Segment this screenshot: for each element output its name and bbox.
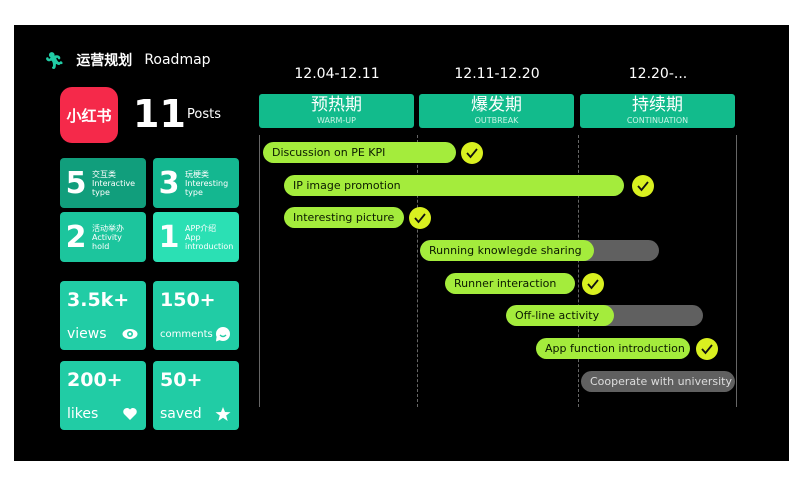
type-en2: type: [185, 187, 203, 197]
task-label: Running knowlegde sharing: [429, 244, 582, 257]
task-bar[interactable]: Interesting picture: [284, 207, 404, 228]
phase-name: 预热期: [311, 95, 362, 115]
task-label: Cooperate with university: [590, 375, 732, 388]
star-icon: [215, 406, 231, 422]
type-en2: introduction: [185, 241, 234, 251]
phase-subtitle: WARM-UP: [317, 116, 356, 125]
page-title: 🏃︎ 运营规划 Roadmap: [44, 50, 211, 70]
task-bar[interactable]: Discussion on PE KPI: [263, 142, 456, 163]
type-en1: Interesting: [185, 178, 229, 188]
timeline-divider: [736, 135, 737, 407]
task-bar[interactable]: Cooperate with university: [581, 371, 735, 392]
check-icon: [632, 175, 654, 197]
phase-date: 12.11-12.20: [454, 66, 540, 82]
phase-date: 12.20-...: [628, 66, 688, 82]
task-bar[interactable]: Runner interaction: [445, 273, 575, 294]
task-label: Discussion on PE KPI: [272, 146, 386, 159]
phase-subtitle: OUTBREAK: [474, 116, 519, 125]
title-cn: 运营规划: [76, 53, 133, 69]
check-icon: [582, 273, 604, 295]
check-icon: [409, 207, 431, 229]
task-label: Runner interaction: [454, 277, 557, 290]
eye-icon: [122, 326, 138, 342]
stat-value: 3.5k+: [67, 289, 130, 311]
type-cn: 活动举办: [92, 223, 124, 233]
stat-label: comments: [160, 329, 213, 340]
check-icon: [696, 338, 718, 360]
heart-icon: [122, 406, 138, 422]
type-count: 3: [158, 165, 180, 201]
task-label: Interesting picture: [293, 211, 395, 224]
stat-value: 200+: [67, 369, 123, 391]
type-cn: 玩梗类: [185, 169, 209, 179]
type-en1: Activity: [92, 232, 122, 242]
stat-card-comments: 150+ comments: [153, 281, 239, 350]
task-label: IP image promotion: [293, 179, 401, 192]
task-bar[interactable]: Running knowlegde sharing: [420, 240, 659, 261]
stat-value: 50+: [160, 369, 203, 391]
comment-icon: [215, 326, 231, 342]
posts-count: 11: [133, 92, 186, 136]
type-cn: 交互类: [92, 169, 116, 179]
phase-subtitle: CONTINUATION: [626, 116, 689, 125]
phase-name: 爆发期: [471, 95, 522, 115]
task-bar[interactable]: IP image promotion: [284, 175, 624, 196]
xiaohongshu-logo: 小红书: [60, 87, 118, 143]
stat-card-saved: 50+ saved: [153, 361, 239, 430]
task-label: Off-line activity: [515, 309, 600, 322]
task-progress-fill: [420, 240, 595, 261]
type-en2: hold: [92, 241, 110, 251]
phase-date: 12.04-12.11: [294, 66, 380, 82]
timeline-divider: [259, 135, 260, 407]
timeline-divider: [578, 135, 579, 407]
runner-icon: 🏃︎: [44, 50, 65, 70]
stat-label: views: [67, 326, 107, 342]
stat-card-likes: 200+ likes: [60, 361, 146, 430]
phase-name: 持续期: [632, 95, 683, 115]
type-count: 5: [65, 165, 87, 201]
type-en1: App: [185, 232, 201, 242]
type-count: 2: [65, 219, 87, 255]
type-en1: Interactive: [92, 178, 136, 188]
stat-label: likes: [67, 406, 99, 422]
type-en2: type: [92, 187, 110, 197]
stat-value: 150+: [160, 289, 216, 311]
task-label: App function introduction: [545, 342, 685, 355]
type-count: 1: [158, 219, 180, 255]
stat-card-views: 3.5k+ views: [60, 281, 146, 350]
timeline-divider: [417, 135, 418, 407]
stat-label: saved: [160, 406, 202, 422]
task-progress-fill: [506, 305, 615, 326]
task-bar[interactable]: App function introduction: [536, 338, 690, 359]
title-en: Roadmap: [144, 52, 211, 68]
check-icon: [461, 142, 483, 164]
task-bar[interactable]: Off-line activity: [506, 305, 703, 326]
type-cn: APP介绍: [185, 223, 217, 233]
posts-label: Posts: [187, 107, 221, 122]
